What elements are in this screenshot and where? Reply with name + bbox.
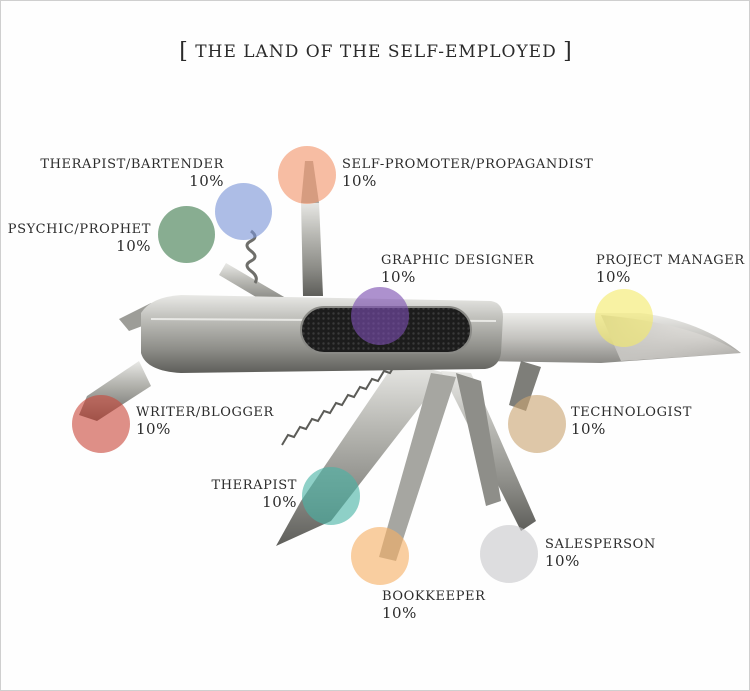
hook-tool — [509, 361, 541, 411]
role-name: PSYCHIC/PROPHET — [7, 222, 151, 237]
role-percent: 10% — [382, 604, 417, 622]
label-therapist: THERAPIST 10% — [211, 477, 297, 511]
role-name: TECHNOLOGIST — [571, 405, 693, 420]
role-percent: 10% — [262, 493, 297, 511]
label-bookkeeper: BOOKKEEPER 10% — [382, 588, 486, 622]
scissors-blade-2 — [456, 373, 501, 506]
role-name: THERAPIST — [211, 478, 297, 493]
role-percent: 10% — [116, 237, 151, 255]
title-left-bracket: [ — [179, 39, 189, 64]
file-tool — [379, 373, 456, 561]
role-percent: 10% — [596, 268, 631, 286]
dot-bookkeeper — [351, 527, 409, 585]
role-name: PROJECT MANAGER — [596, 253, 745, 268]
role-percent: 10% — [342, 172, 377, 190]
role-percent: 10% — [136, 420, 171, 438]
dot-writer-blogger — [72, 395, 130, 453]
corkscrew-spiral — [245, 229, 258, 284]
dot-salesperson — [480, 525, 538, 583]
dot-project-manager — [595, 289, 653, 347]
role-name: BOOKKEEPER — [382, 589, 486, 604]
saw-teeth — [281, 362, 397, 446]
role-percent: 10% — [189, 172, 224, 190]
dot-therapist — [302, 467, 360, 525]
awl-tool — [301, 201, 323, 296]
role-name: THERAPIST/BARTENDER — [40, 157, 224, 172]
role-name: SELF-PROMOTER/PROPAGANDIST — [342, 157, 594, 172]
title-right-bracket: ] — [563, 39, 573, 64]
label-psychic-prophet: PSYCHIC/PROPHET 10% — [8, 221, 151, 255]
dot-psychic-prophet — [158, 206, 215, 263]
role-name: WRITER/BLOGGER — [136, 405, 274, 420]
role-percent: 10% — [571, 420, 606, 438]
role-name: SALESPERSON — [545, 537, 656, 552]
dot-technologist — [508, 395, 566, 453]
label-technologist: TECHNOLOGIST 10% — [571, 404, 692, 438]
diagram-title: [ THE LAND OF THE SELF-EMPLOYED ] — [1, 39, 749, 64]
role-name: GRAPHIC DESIGNER — [381, 253, 535, 268]
title-text: THE LAND OF THE SELF-EMPLOYED — [195, 42, 557, 62]
label-graphic-designer: GRAPHIC DESIGNER 10% — [381, 252, 534, 286]
role-percent: 10% — [545, 552, 580, 570]
dot-graphic-designer — [351, 287, 409, 345]
label-writer-blogger: WRITER/BLOGGER 10% — [136, 404, 274, 438]
label-salesperson: SALESPERSON 10% — [545, 536, 656, 570]
label-therapist-bartender: THERAPIST/BARTENDER 10% — [40, 156, 224, 190]
dot-therapist-bartender — [215, 183, 272, 240]
label-project-manager: PROJECT MANAGER 10% — [596, 252, 745, 286]
role-percent: 10% — [381, 268, 416, 286]
label-self-promoter: SELF-PROMOTER/PROPAGANDIST 10% — [342, 156, 593, 190]
dot-self-promoter — [278, 146, 336, 204]
